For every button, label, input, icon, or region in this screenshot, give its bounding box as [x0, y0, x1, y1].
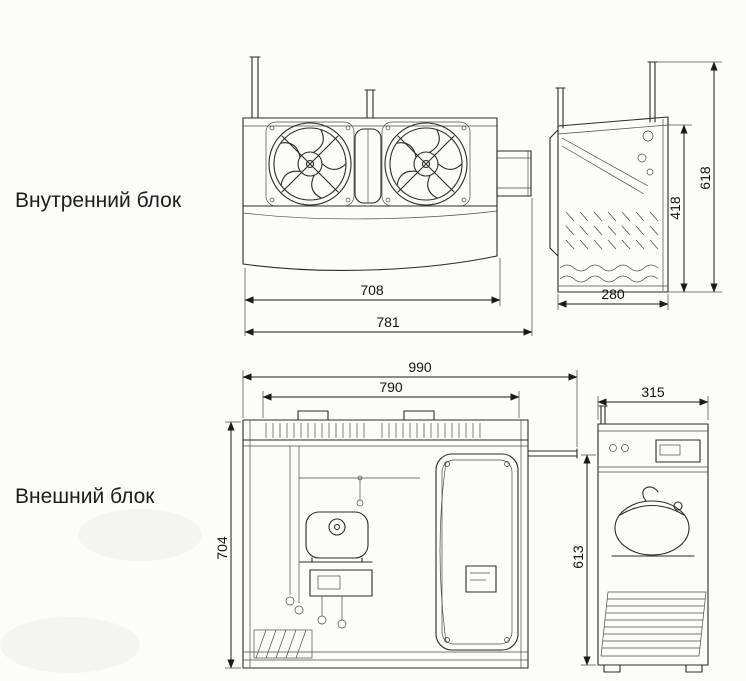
fan-icon: [384, 122, 468, 206]
coil-hatching-icon: [559, 211, 659, 283]
dim-indoor-height-overall: 618: [697, 166, 713, 190]
hatched-panel-icon: [253, 629, 313, 659]
internal-piping-icon: [285, 446, 420, 615]
fan-icon: [268, 122, 352, 206]
dim-outdoor-height-side: 613: [570, 545, 586, 569]
dim-outdoor-height-front: 704: [214, 536, 230, 560]
dim-indoor-width-overall: 781: [376, 314, 400, 330]
louver-grille-icon: [600, 591, 707, 657]
service-valves-icon: [317, 596, 347, 629]
dim-outdoor-depth: 315: [641, 384, 665, 400]
outdoor-unit-front-view: [242, 410, 578, 669]
outdoor-unit-side-view: [597, 405, 709, 673]
dim-indoor-depth: 280: [601, 286, 625, 302]
scan-smudge: [0, 617, 140, 673]
dim-indoor-width-inner: 708: [360, 282, 384, 298]
coil-guard-panel: [435, 453, 519, 651]
compressor-icon: [299, 511, 373, 563]
refrigerant-pipes-icon: [598, 405, 608, 425]
dim-outdoor-width-inner: 790: [379, 379, 403, 395]
condenser-fins-icon: [265, 423, 481, 438]
dim-indoor-height-body: 418: [667, 196, 683, 220]
dim-outdoor-width-overall: 990: [408, 359, 432, 375]
refrigerant-pipes-icon: [555, 61, 658, 129]
compressor-side-icon: [611, 486, 695, 557]
scan-smudge: [78, 509, 202, 561]
indoor-unit-front-view: [242, 56, 532, 271]
fan-bolts-icon: [269, 125, 467, 203]
refrigerant-pipes-icon: [249, 56, 376, 119]
outdoor-dimensions: 990 790 704 315 613: [214, 359, 709, 669]
indoor-unit-side-view: [549, 61, 669, 293]
indoor-dimensions: 708 781 280 418 618: [244, 61, 722, 336]
service-pipe-icon: [527, 448, 578, 459]
indoor-unit-label: Внутренний блок: [15, 189, 182, 212]
outdoor-unit-label: Внешний блок: [15, 485, 155, 508]
